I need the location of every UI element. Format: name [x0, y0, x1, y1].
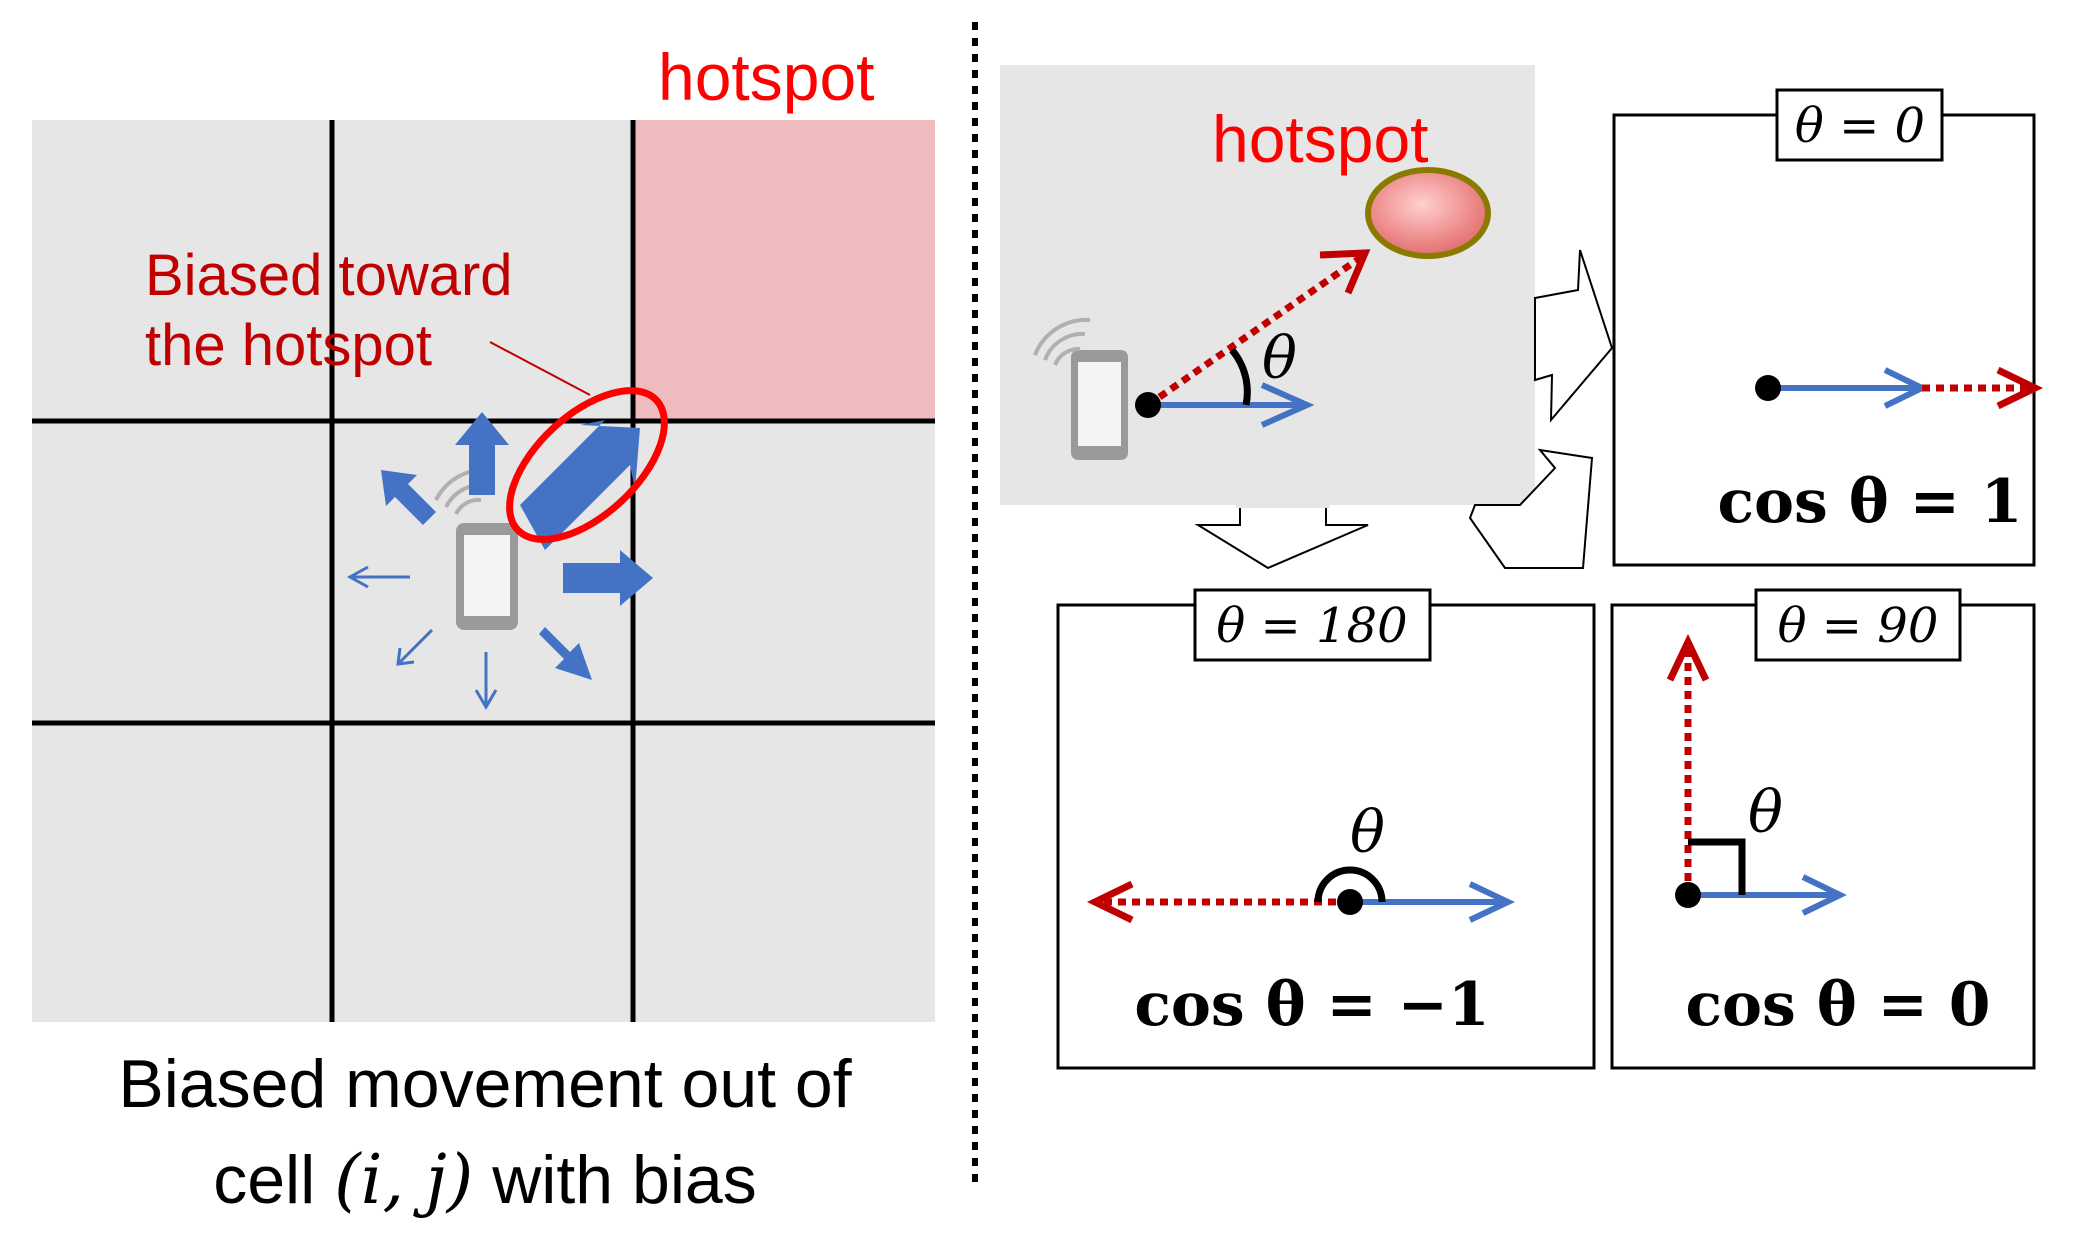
case-zero-title-box: [1775, 88, 1944, 162]
case-zero-result: cos θ = 1: [1717, 467, 2022, 537]
caption-line2-pre: cell: [213, 1142, 334, 1218]
hotspot-cell: [633, 120, 935, 420]
arrow-northeast-big: [520, 420, 640, 550]
case-ninety-angle: θ: [1748, 778, 1783, 846]
case-one-eighty-panel: θ = 180 θ cos θ = −1: [1056, 588, 1596, 1070]
case-ninety-right-angle: [1688, 838, 1746, 895]
arrow-to-ninety-case: [1468, 448, 1594, 569]
bias-leader-line: [489, 341, 591, 396]
left-panel: hotspot Biased toward the hotspot: [32, 40, 935, 1220]
case-one-eighty-origin-dot: [1337, 889, 1363, 915]
arrow-north: [455, 412, 509, 495]
bias-label-line2: the hotspot: [145, 313, 432, 378]
scene-hotspot-label: hotspot: [1212, 102, 1429, 176]
right-panel: hotspot θ θ = 0: [1000, 65, 2044, 1070]
case-ninety-box: [1610, 603, 2036, 1070]
scene-origin-dot: [1135, 392, 1161, 418]
case-ninety-title: θ = 90: [1778, 598, 1939, 654]
caption-line2: cell (i, j) with bias: [213, 1141, 757, 1220]
hotspot-label: hotspot: [658, 40, 875, 114]
arrow-northwest: [381, 470, 436, 525]
scene-angle-symbol: θ: [1262, 324, 1297, 392]
case-ninety-origin-dot: [1675, 882, 1701, 908]
case-ninety-result: cos θ = 0: [1685, 970, 1990, 1040]
arrow-southwest-thin: [398, 628, 434, 664]
case-ninety-panel: θ = 90 θ cos θ = 0: [1610, 588, 2036, 1070]
scene-phone-icon: [1033, 317, 1128, 460]
arrow-east: [563, 550, 653, 606]
hotspot-blob: [1365, 167, 1491, 259]
case-zero-origin-dot: [1755, 375, 1781, 401]
caption-line1: Biased movement out of: [118, 1046, 851, 1122]
caption-line2-post: with bias: [473, 1142, 756, 1218]
caption-line2-math: (i, j): [334, 1141, 473, 1220]
arrow-to-zero-case: [1534, 249, 1614, 423]
bias-label-line1: Biased toward: [145, 243, 513, 308]
case-one-eighty-title: θ = 180: [1216, 598, 1407, 654]
scene-dotted-vector: [1146, 255, 1362, 408]
arrow-southeast: [539, 627, 592, 680]
scene-angle-arc: [1229, 347, 1251, 406]
case-one-eighty-arc: [1314, 866, 1386, 903]
case-one-eighty-angle: θ: [1350, 798, 1385, 866]
case-zero-box: [1612, 113, 2036, 567]
case-one-eighty-box: [1056, 603, 1596, 1070]
bias-highlight-ellipse: [506, 387, 668, 543]
arrow-to-one-eighty-case: [1194, 504, 1369, 570]
movement-arrows: [346, 412, 653, 710]
case-one-eighty-title-box: [1193, 588, 1432, 662]
case-zero-title: θ = 0: [1795, 98, 1925, 154]
case-zero-panel: θ = 0 cos θ = 1: [1612, 88, 2044, 567]
case-ninety-title-box: [1754, 588, 1962, 662]
case-one-eighty-result: cos θ = −1: [1134, 970, 1489, 1040]
